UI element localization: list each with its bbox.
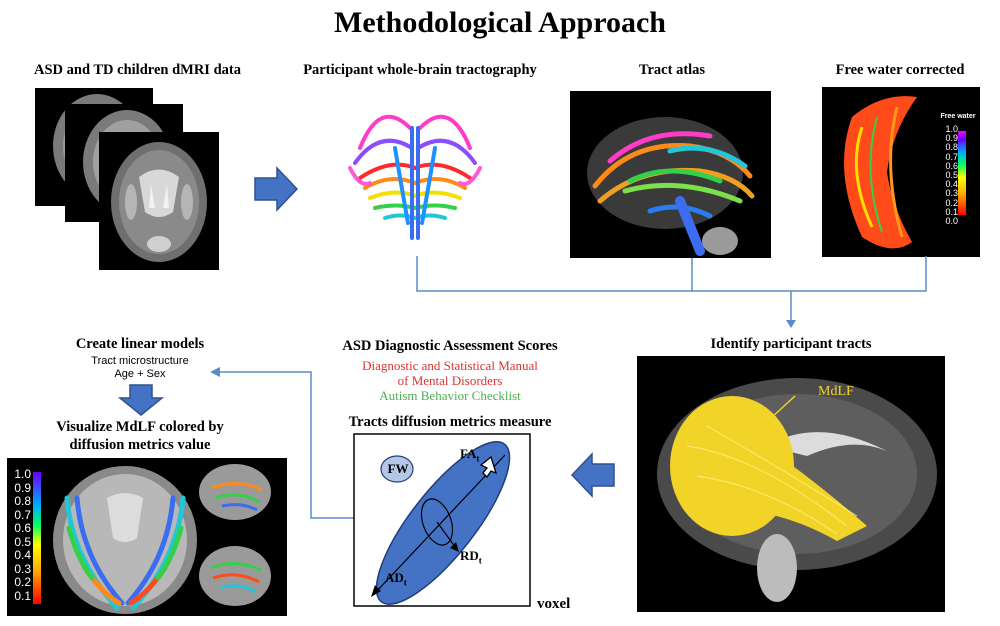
left-arrow-icon: [570, 452, 615, 498]
identify-label: Identify participant tracts: [710, 336, 872, 352]
fw-tick: 0.9: [945, 133, 958, 144]
md-scale-ticks: 1.0 0.9 0.8 0.7 0.6 0.5 0.4 0.3 0.2 0.1: [9, 467, 31, 603]
atlas-label: Tract atlas: [638, 62, 706, 78]
fw-tick: 0.5: [945, 170, 958, 181]
freewater-scale-ticks: 1.0 0.9 0.8 0.7 0.6 0.5 0.4 0.3 0.2 0.1 …: [934, 124, 958, 227]
md-tick: 0.1: [14, 588, 31, 603]
right-arrow-icon: [254, 166, 299, 212]
voxel-diagram: [353, 433, 531, 607]
fw-tick: 0.4: [945, 179, 958, 190]
rd-label: RDt: [460, 548, 482, 566]
fw-tick: 1.0: [945, 124, 958, 134]
linear-models-terms: Tract microstructure Age + Sex: [20, 355, 260, 381]
visualize-label-line1: Visualize MdLF colored by: [56, 419, 224, 435]
tract-microstructure-term: Tract microstructure: [91, 355, 189, 367]
voxel-caption: voxel: [537, 596, 571, 612]
fw-label: FW: [387, 461, 409, 476]
down-arrow-icon: [118, 384, 164, 416]
dmri-label: ASD and TD children dMRI data: [34, 62, 241, 78]
fw-tick: 0.0: [945, 216, 958, 227]
md-tick: 0.7: [14, 507, 31, 522]
asd-scores-list: Diagnostic and Statistical Manual of Men…: [300, 358, 600, 403]
dsm-text-line2: of Mental Disorders: [397, 373, 503, 388]
md-tick: 0.2: [14, 575, 31, 589]
md-tick: 0.9: [14, 480, 31, 495]
abc-text: Autism Behavior Checklist: [379, 388, 521, 403]
md-tick: 0.5: [14, 534, 31, 549]
freewater-scale-title: Free water: [940, 113, 976, 120]
tract-atlas-image: [570, 91, 771, 258]
ad-label: ADt: [385, 570, 407, 588]
fw-tick: 0.8: [945, 142, 958, 153]
fw-tick: 0.7: [945, 151, 958, 162]
mdlf-tract-label: MdLF: [818, 384, 854, 399]
asd-scores-label: ASD Diagnostic Assessment Scores: [342, 338, 558, 354]
md-tick: 0.3: [14, 561, 31, 576]
md-tick: 1.0: [14, 467, 31, 481]
md-tick: 0.6: [14, 521, 31, 535]
dmri-slice-stack: [35, 88, 225, 278]
fw-tick: 0.1: [945, 206, 958, 217]
mdlf-tract-image: MdLF: [637, 356, 945, 612]
visualize-label: Visualize MdLF colored by diffusion metr…: [20, 418, 260, 454]
fw-tick: 0.6: [945, 160, 958, 171]
linear-models-label: Create linear models: [75, 336, 205, 352]
mdlf-colored-image: 1.0 0.9 0.8 0.7 0.6 0.5 0.4 0.3 0.2 0.1: [7, 458, 287, 616]
age-sex-term: Age + Sex: [114, 368, 166, 380]
dmri-slice-3: [99, 132, 219, 270]
fw-tick: 0.3: [945, 188, 958, 199]
freewater-image: Free water 1.0 0.9 0.8 0.7 0.6 0.5 0.4 0…: [822, 87, 980, 257]
fw-tick: 0.2: [945, 197, 958, 208]
tracts-measure-label: Tracts diffusion metrics measure: [348, 414, 552, 430]
fa-label: FAt: [460, 446, 480, 464]
freewater-label: Free water corrected: [835, 62, 965, 78]
md-tick: 0.8: [14, 494, 31, 508]
visualize-label-line2: diffusion metrics value: [69, 437, 211, 453]
page-title: Methodological Approach: [334, 6, 666, 39]
tractography-label: Participant whole-brain tractography: [303, 62, 537, 78]
tractography-image: [348, 114, 482, 240]
dsm-text: Diagnostic and Statistical Manual: [362, 358, 538, 373]
md-tick: 0.4: [14, 548, 31, 562]
